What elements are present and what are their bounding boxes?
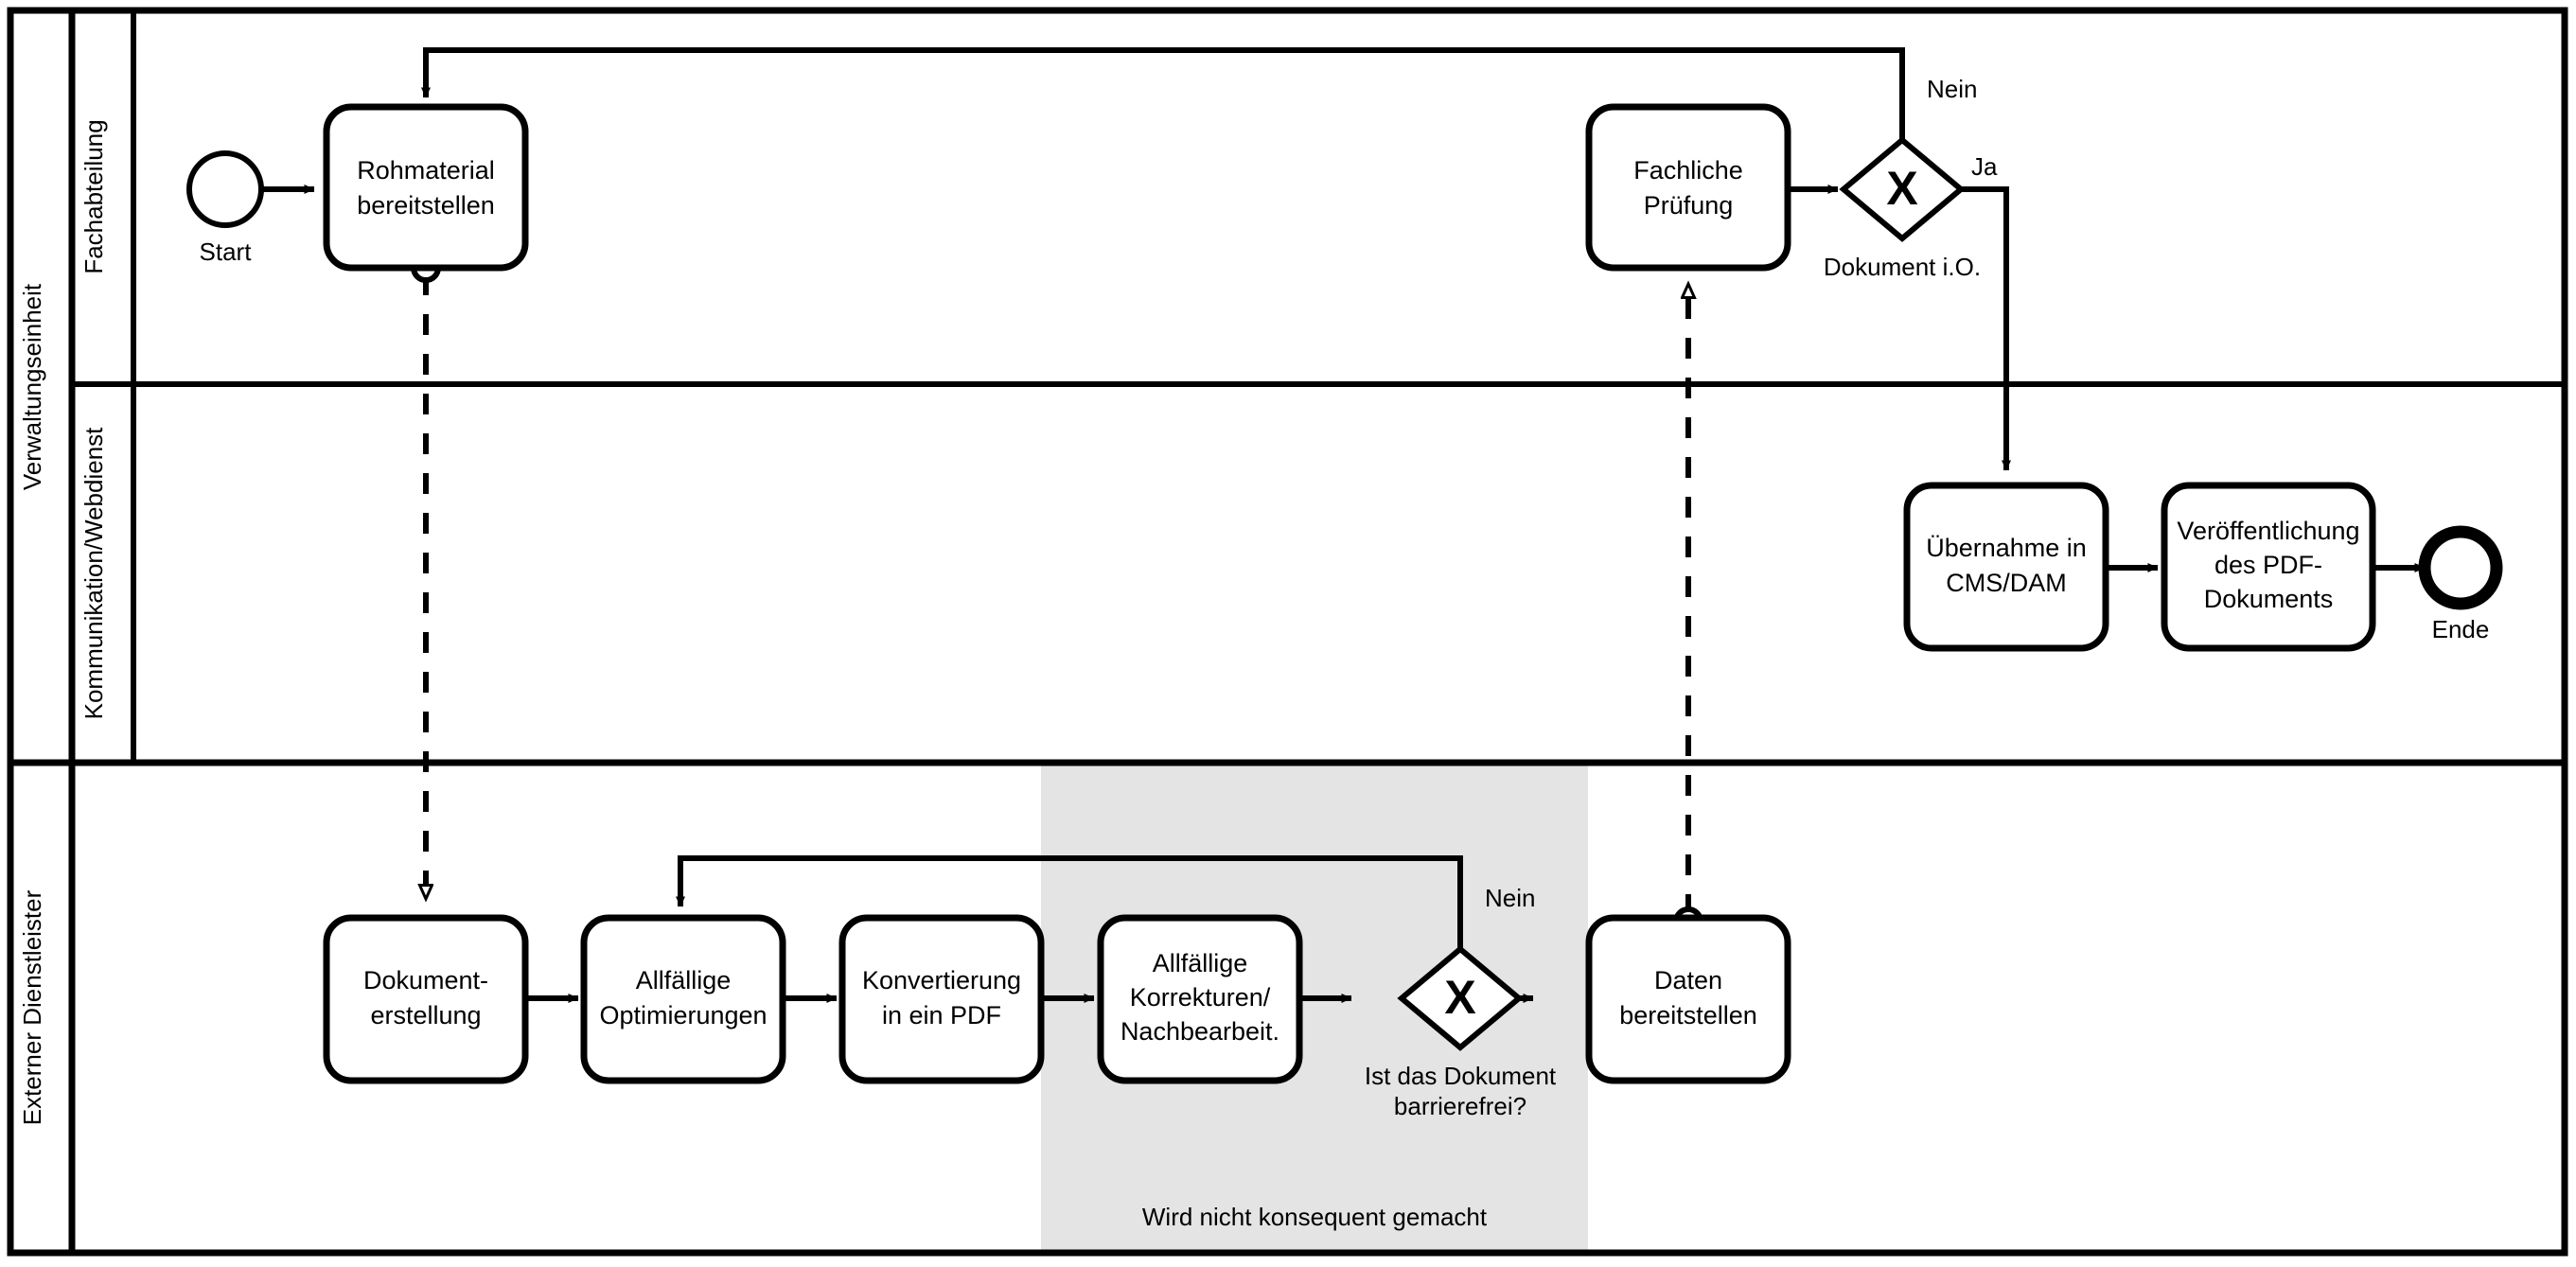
flow-label-nein-top: Nein	[1927, 75, 1977, 103]
task-dokumenterstellung[interactable]: Dokument- erstellung	[323, 914, 529, 1084]
task-label-line1: Rohmaterial	[357, 156, 495, 185]
task-fachliche-pruefung[interactable]: Fachliche Prüfung	[1585, 103, 1791, 272]
task-label-line1: Übernahme in	[1926, 534, 2087, 562]
task-label-line2: bereitstellen	[357, 191, 495, 220]
task-rohmaterial-bereitstellen[interactable]: Rohmaterial bereitstellen	[323, 103, 529, 272]
gateway-symbol-x-icon: X	[1444, 971, 1475, 1024]
task-label-line2: Prüfung	[1644, 191, 1734, 220]
task-label-line2: Optimierungen	[599, 1001, 767, 1029]
task-konvertierung-in-pdf[interactable]: Konvertierung in ein PDF	[838, 914, 1045, 1084]
task-label-line2: in ein PDF	[882, 1001, 1001, 1029]
highlight-annotation-text: Wird nicht konsequent gemacht	[1142, 1203, 1488, 1231]
task-label-line2: erstellung	[370, 1001, 481, 1029]
flow-label-ja-top: Ja	[1971, 152, 1998, 181]
task-label-line2: bereitstellen	[1619, 1001, 1757, 1029]
task-allfaellige-optimierungen[interactable]: Allfällige Optimierungen	[580, 914, 786, 1084]
task-label-line2: CMS/DAM	[1946, 569, 2067, 597]
task-label-line2: Korrekturen/	[1130, 983, 1271, 1012]
lane-label-kommunikation: Kommunikation/Webdienst	[79, 427, 108, 720]
task-label-line1: Allfällige	[636, 966, 732, 994]
task-label-line1: Veröffentlichung	[2177, 517, 2359, 545]
task-label-line1: Konvertierung	[862, 966, 1021, 994]
task-uebernahme-in-cms-dam[interactable]: Übernahme in CMS/DAM	[1903, 482, 2109, 652]
gateway-label-line1: Ist das Dokument	[1365, 1062, 1557, 1090]
flow-nein-loopback-bottom	[676, 855, 1463, 953]
end-event-label: Ende	[2432, 615, 2490, 643]
gateway-symbol-x-icon: X	[1886, 162, 1917, 215]
gateway-label-line2: barrierefrei?	[1394, 1092, 1526, 1120]
flow-nein-loopback	[421, 47, 1905, 140]
task-label-line1: Fachliche	[1633, 156, 1743, 185]
task-label-line2: des PDF-	[2214, 551, 2322, 579]
end-event[interactable]: Ende	[2418, 525, 2503, 643]
gateway-dokument-io[interactable]: X Dokument i.O.	[1824, 136, 1981, 281]
task-daten-bereitstellen[interactable]: Daten bereitstellen	[1585, 914, 1791, 1084]
gateway-barrierefrei[interactable]: X Ist das Dokument barrierefrei?	[1365, 945, 1557, 1120]
gateway-label: Dokument i.O.	[1824, 253, 1981, 281]
flow-label-nein-bottom: Nein	[1485, 884, 1535, 912]
start-event[interactable]: Start	[186, 150, 264, 266]
task-allfaellige-korrekturen[interactable]: Allfällige Korrekturen/ Nachbearbeit.	[1097, 914, 1303, 1084]
task-veroeffentlichung-pdf[interactable]: Veröffentlichung des PDF- Dokuments	[2161, 482, 2376, 652]
start-event-label: Start	[200, 238, 253, 266]
task-label-line1: Allfällige	[1153, 949, 1248, 977]
pool-frame	[7, 7, 2568, 1257]
lane-label-fachabteilung: Fachabteilung	[79, 119, 108, 273]
flow-ja-to-uebernahme	[1961, 186, 2011, 471]
lane-label-externer: Externer Dienstleister	[18, 889, 46, 1125]
task-label-line1: Dokument-	[363, 966, 488, 994]
task-label-line3: Nachbearbeit.	[1120, 1017, 1279, 1046]
task-label-line1: Daten	[1654, 966, 1722, 994]
pool-title: Verwaltungseinheit	[18, 283, 46, 490]
message-flow-rohmaterial-to-dokumenterstellung	[411, 253, 441, 899]
task-label-line3: Dokuments	[2204, 585, 2334, 613]
